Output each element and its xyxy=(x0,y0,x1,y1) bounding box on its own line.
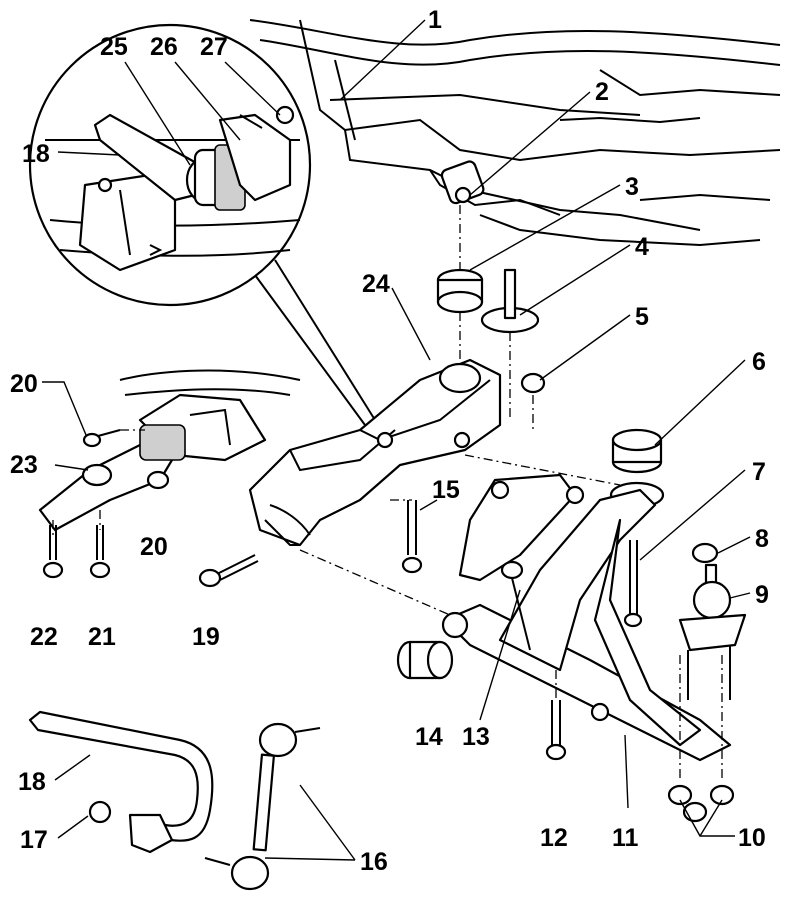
rubber-bushing-3 xyxy=(436,268,484,314)
detail-leader-line xyxy=(274,259,376,421)
nut-20b xyxy=(146,470,170,490)
callout-11: 11 xyxy=(612,824,639,852)
detail-view-stabilizer-mount xyxy=(28,23,312,307)
bracket-13 xyxy=(458,473,585,651)
bolt-7 xyxy=(623,540,643,628)
callout-18-lower: 18 xyxy=(18,768,46,796)
callout-25: 25 xyxy=(100,33,128,61)
callout-labels: 1 2 3 4 5 6 7 8 9 10 11 12 13 14 15 16 1… xyxy=(10,6,769,876)
callout-18-detail: 18 xyxy=(22,140,50,168)
bushing-clamp-17 xyxy=(88,800,174,854)
control-arm xyxy=(441,488,732,762)
nut-5 xyxy=(520,372,546,394)
callout-7: 7 xyxy=(752,458,766,486)
callout-20-upper: 20 xyxy=(10,370,38,398)
callout-15: 15 xyxy=(432,476,460,504)
stabilizer-bar xyxy=(28,710,214,842)
callout-22: 22 xyxy=(30,623,58,651)
callout-9: 9 xyxy=(755,581,769,609)
callout-14: 14 xyxy=(415,723,443,751)
callout-13: 13 xyxy=(462,723,490,751)
callout-5: 5 xyxy=(635,303,649,331)
engine-mount-bracket xyxy=(38,424,186,532)
callout-24: 24 xyxy=(362,270,390,298)
callout-26: 26 xyxy=(150,33,178,61)
nuts-10 xyxy=(667,784,735,823)
coupling-rod-16 xyxy=(204,722,321,891)
callout-16: 16 xyxy=(360,848,388,876)
bolt-22 xyxy=(42,525,64,579)
leader-lines xyxy=(42,19,751,861)
callout-12: 12 xyxy=(540,824,568,852)
ball-joint-9 xyxy=(678,563,747,700)
washer-bolt-4 xyxy=(480,268,540,334)
vehicle-body-outline xyxy=(249,19,781,247)
nut-12 xyxy=(545,700,567,761)
callout-3: 3 xyxy=(625,173,639,201)
subframe xyxy=(119,358,502,547)
bolt-15 xyxy=(401,500,423,574)
callout-21: 21 xyxy=(88,623,116,651)
callout-20-lower: 20 xyxy=(140,533,168,561)
callout-4: 4 xyxy=(635,233,649,261)
callout-27: 27 xyxy=(200,33,228,61)
nut-8 xyxy=(691,542,719,564)
bolt-21 xyxy=(89,525,111,579)
callout-17: 17 xyxy=(20,826,48,854)
callout-8: 8 xyxy=(755,525,769,553)
callout-2: 2 xyxy=(595,78,609,106)
callout-1: 1 xyxy=(428,6,442,34)
callout-6: 6 xyxy=(752,348,766,376)
bolt-20a xyxy=(82,429,121,448)
callout-10: 10 xyxy=(738,824,766,852)
callout-19: 19 xyxy=(192,623,220,651)
callout-23: 23 xyxy=(10,451,38,479)
bolt-19 xyxy=(198,554,259,588)
bushing-14 xyxy=(396,640,454,680)
assembly-dashed-lines xyxy=(52,205,723,780)
